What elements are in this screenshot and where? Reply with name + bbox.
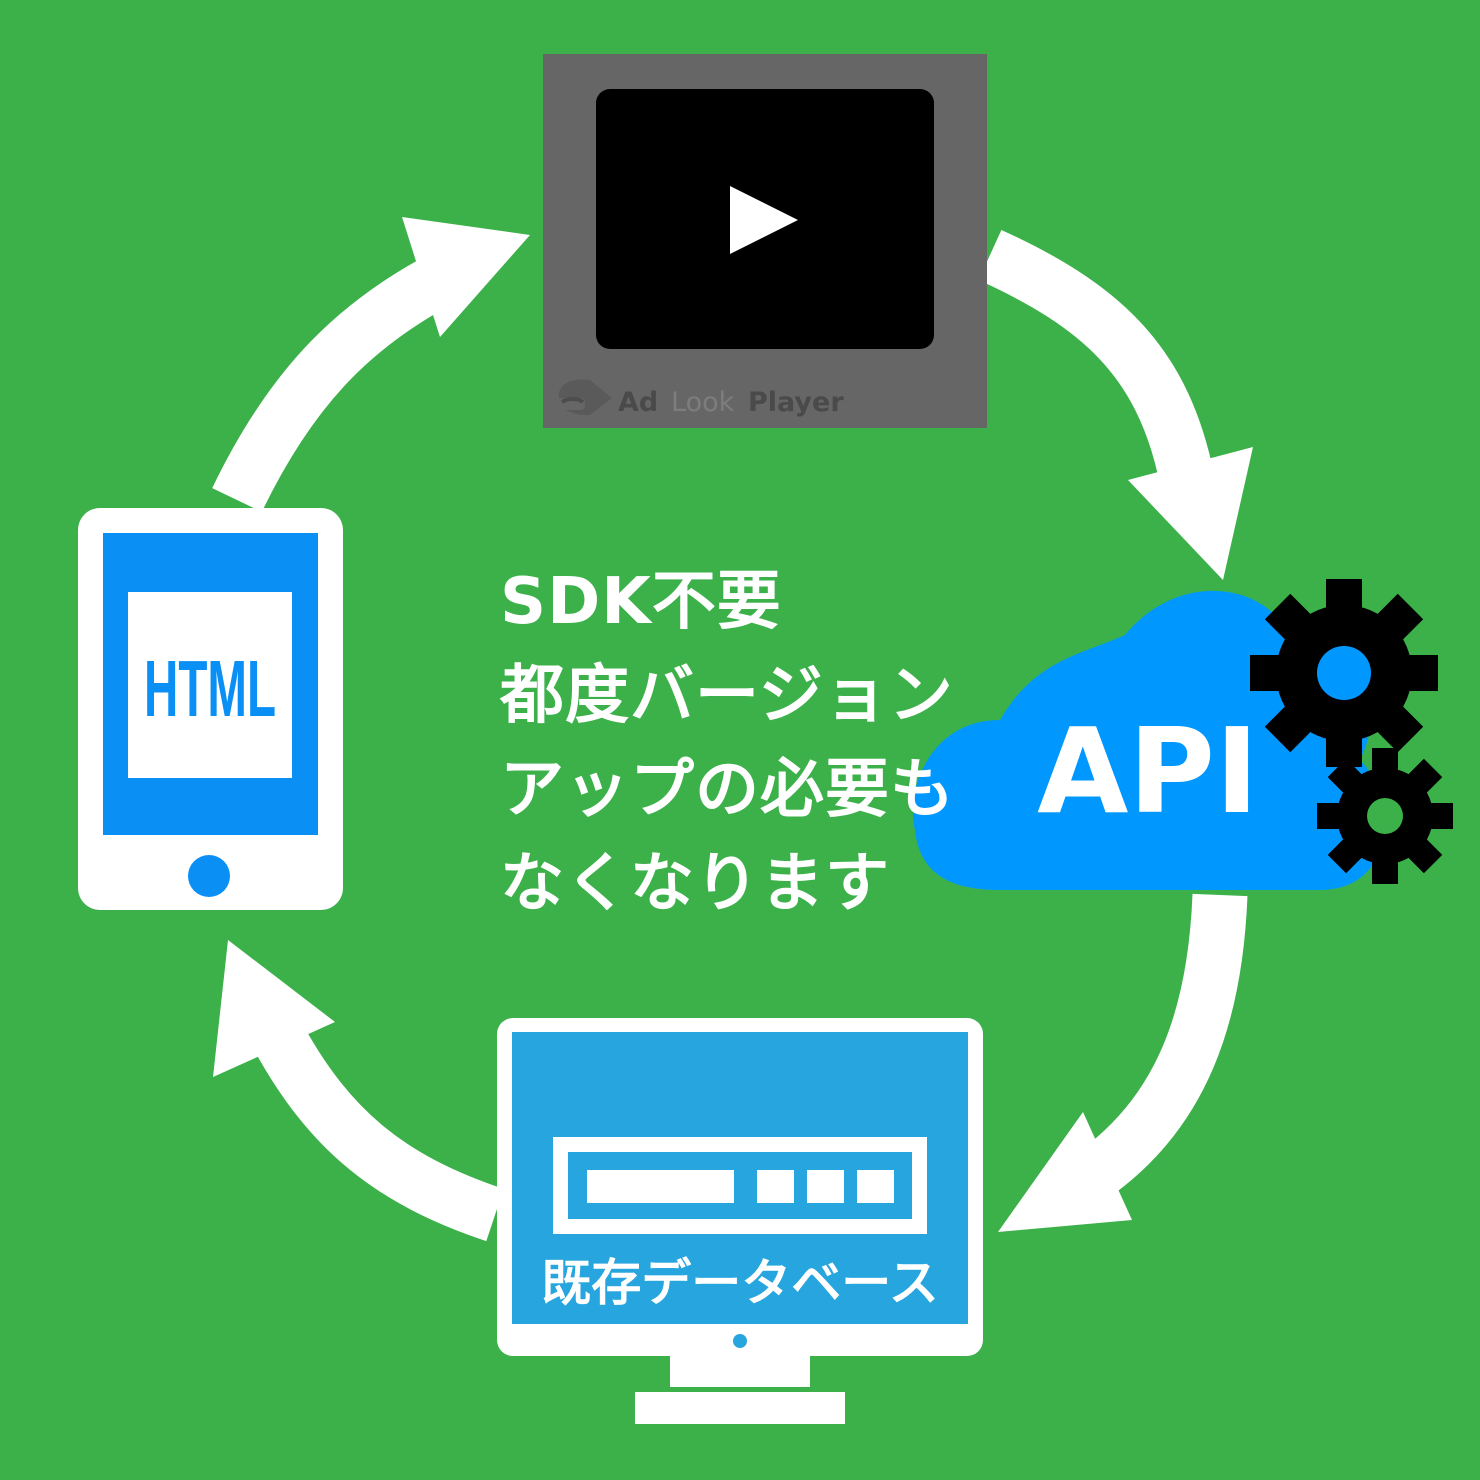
- cycle-arrows: [212, 229, 1248, 1242]
- html-card: [128, 592, 292, 778]
- center-message-line-2: 都度バージョン: [500, 659, 954, 733]
- gear-tooth: [1327, 833, 1368, 874]
- video-player: Ad Look Player: [543, 54, 987, 428]
- monitor-stand-base: [635, 1392, 845, 1424]
- server-led-1: [757, 1170, 794, 1203]
- center-message-line-1: SDK不要: [500, 565, 782, 639]
- server-led-3: [857, 1170, 894, 1203]
- gear-tooth: [1372, 748, 1398, 778]
- center-message: SDK不要 都度バージョン アップの必要も なくなります: [500, 555, 1000, 931]
- adlook-logo-icon: [557, 379, 612, 416]
- arrowhead-api: [1128, 447, 1253, 580]
- gear-hole: [1367, 798, 1403, 834]
- gear-icon-small: [1317, 748, 1453, 884]
- arrow-phone-to-player: [212, 261, 444, 512]
- gear-tooth: [1326, 579, 1362, 615]
- monitor-stand-neck: [670, 1355, 810, 1387]
- arrow-api-to-database: [1083, 893, 1248, 1192]
- player-brand-look: Look: [671, 387, 735, 418]
- arrow-database-to-phone: [255, 1026, 504, 1242]
- html-label: HTML: [144, 644, 276, 733]
- center-message-line-3: アップの必要も: [500, 753, 955, 827]
- play-icon: [730, 186, 798, 254]
- arrowhead-player: [402, 217, 530, 337]
- arrow-heads: [213, 217, 1253, 1232]
- api-node: API: [912, 579, 1453, 890]
- home-button: [188, 855, 230, 897]
- arrow-player-to-api: [978, 229, 1212, 477]
- monitor-power-dot: [733, 1334, 747, 1348]
- gear-tooth: [1372, 854, 1398, 884]
- gear-tooth: [1402, 833, 1443, 874]
- center-message-line-4: なくなります: [500, 847, 890, 921]
- gear-tooth: [1372, 701, 1424, 753]
- gear-tooth: [1402, 655, 1438, 691]
- arrowhead-phone: [213, 940, 335, 1077]
- gear-tooth: [1372, 593, 1424, 645]
- player-brand-ad: Ad: [618, 387, 658, 418]
- smartphone: HTML: [78, 508, 343, 910]
- gear-tooth: [1264, 593, 1316, 645]
- gear-tooth: [1250, 655, 1286, 691]
- gear-tooth: [1327, 758, 1368, 799]
- gear-tooth: [1317, 803, 1347, 829]
- gear-tooth: [1264, 701, 1316, 753]
- gear-icon-large: [1250, 579, 1438, 767]
- server-slot: [587, 1170, 734, 1203]
- api-label: API: [1037, 702, 1259, 840]
- database-monitor: 既存データベース: [497, 1018, 983, 1424]
- server-led-2: [807, 1170, 844, 1203]
- database-label: 既存データベース: [541, 1254, 939, 1312]
- gear-tooth: [1402, 758, 1443, 799]
- player-brand-player: Player: [748, 387, 844, 418]
- gear-hole: [1317, 646, 1371, 700]
- arrowhead-database: [998, 1112, 1132, 1232]
- gear-tooth: [1423, 803, 1453, 829]
